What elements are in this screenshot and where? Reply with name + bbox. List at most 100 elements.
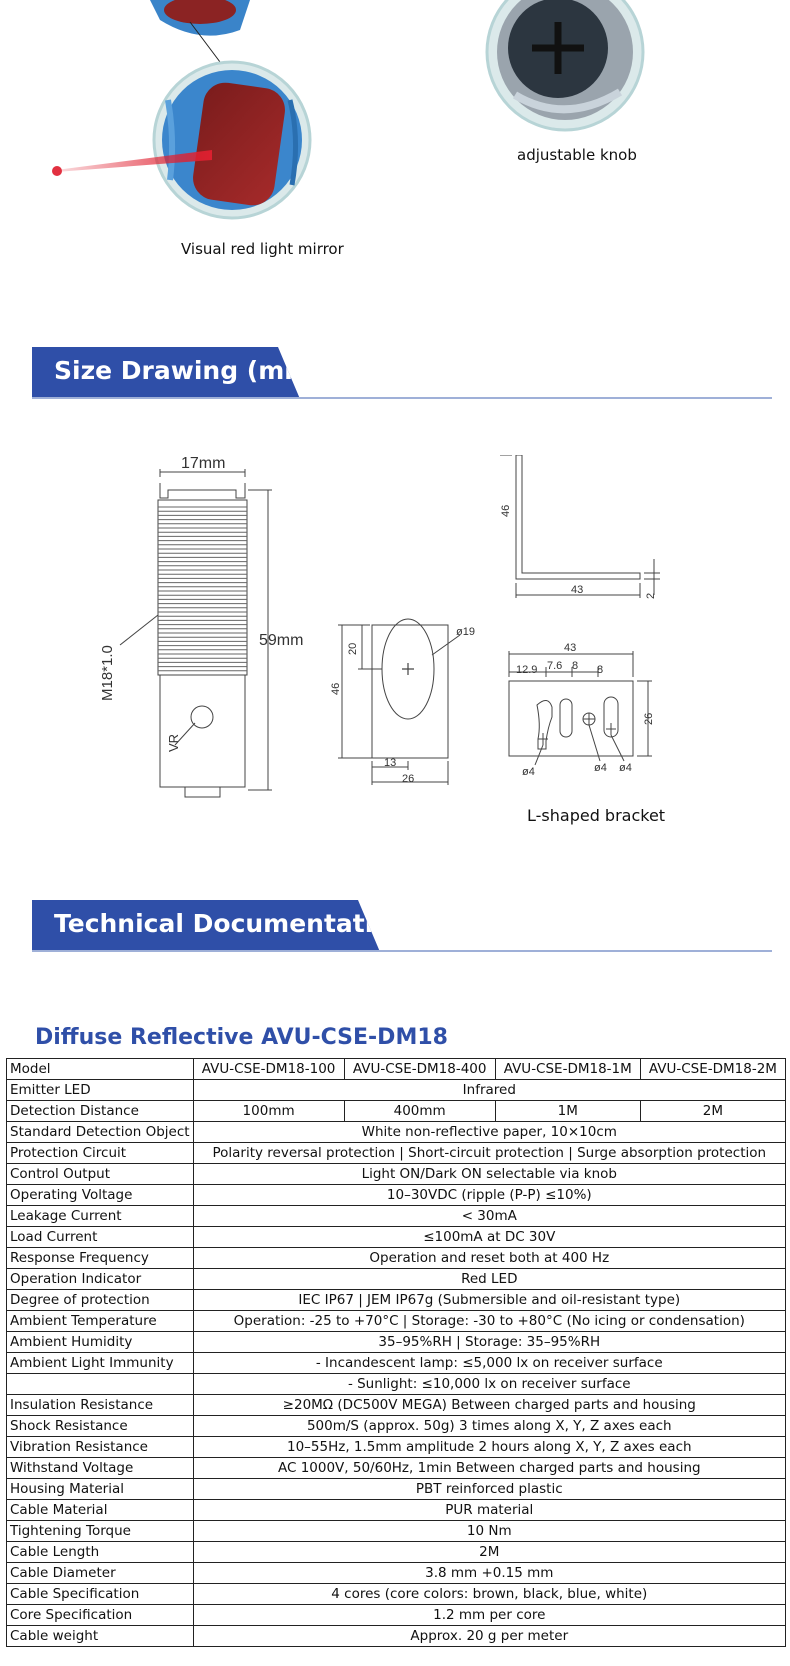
row-value: 35–95%RH | Storage: 35–95%RH [192, 1331, 787, 1353]
dim-front-height: 26 [643, 713, 655, 725]
distance-cell: 1M [494, 1100, 641, 1122]
product-callout-illustration [52, 0, 645, 220]
bracket-front-outline [508, 680, 634, 757]
row-label: Standard Detection Object [6, 1121, 194, 1143]
row-value: AC 1000V, 50/60Hz, 1min Between charged … [192, 1457, 787, 1479]
row-value: 10–30VDC (ripple (P-P) ≤10%) [192, 1184, 787, 1206]
size-drawing-banner: Size Drawing (mm) [32, 347, 772, 399]
table-row: Ambient Light Immunity- Incandescent lam… [6, 1352, 787, 1374]
row-value: Approx. 20 g per meter [192, 1625, 787, 1647]
row-label: Operation Indicator [6, 1268, 194, 1290]
technical-documentation-title: Technical Documentation [54, 909, 409, 938]
model-cell: AVU-CSE-DM18-100 [192, 1058, 345, 1080]
row-value: < 30mA [192, 1205, 787, 1227]
dim-front-d3: 8 [572, 660, 578, 672]
row-value: ≤100mA at DC 30V [192, 1226, 787, 1248]
row-label: Insulation Resistance [6, 1394, 194, 1416]
dim-plate-hole: ø19 [456, 626, 475, 638]
row-label: Cable Diameter [6, 1562, 194, 1584]
red-light-mirror-label: Visual red light mirror [181, 240, 344, 258]
row-label: Core Specification [6, 1604, 194, 1626]
dim-front-hole2: ø4 [594, 762, 607, 774]
row-label: Cable weight [6, 1625, 194, 1647]
row-label: Cable Length [6, 1541, 194, 1563]
dimension-labels: 17mm 59mm M18*1.0 VR ø19 46 20 13 26 46 … [99, 455, 657, 785]
row-label [6, 1373, 194, 1395]
dim-front-hole1: ø4 [522, 766, 535, 778]
row-value: ≥20MΩ (DC500V MEGA) Between charged part… [192, 1394, 787, 1416]
row-label: Withstand Voltage [6, 1457, 194, 1479]
dim-thread: M18*1.0 [99, 645, 116, 701]
row-label: Degree of protection [6, 1289, 194, 1311]
sensor-head-image [150, 0, 250, 36]
row-label: Detection Distance [6, 1100, 194, 1122]
row-value: IEC IP67 | JEM IP67g (Submersible and oi… [192, 1289, 787, 1311]
dim-front-hole3: ø4 [619, 762, 632, 774]
table-row: Load Current≤100mA at DC 30V [6, 1226, 787, 1248]
row-value: 10–55Hz, 1.5mm amplitude 2 hours along X… [192, 1436, 787, 1458]
red-laser-beam [52, 150, 212, 176]
row-value: Light ON/Dark ON selectable via knob [192, 1163, 787, 1185]
row-value: 4 cores (core colors: brown, black, blue… [192, 1583, 787, 1605]
dim-side-width: 43 [571, 584, 583, 596]
row-value: PBT reinforced plastic [192, 1478, 787, 1500]
dim-front-d2: 7.6 [547, 660, 562, 672]
model-cell: AVU-CSE-DM18-1M [494, 1058, 641, 1080]
row-label: Emitter LED [6, 1079, 194, 1101]
row-label: Shock Resistance [6, 1415, 194, 1437]
table-row: Leakage Current< 30mA [6, 1205, 787, 1227]
dim-front-d4: 8 [597, 664, 603, 676]
red-mirror-zoom-circle [152, 60, 312, 220]
technical-documentation-banner: Technical Documentation [32, 900, 772, 952]
row-value: Red LED [192, 1268, 787, 1290]
row-label: Protection Circuit [6, 1142, 194, 1164]
bracket-plate-outline [365, 618, 449, 759]
row-label: Tightening Torque [6, 1520, 194, 1542]
row-label: Response Frequency [6, 1247, 194, 1269]
model-cell: AVU-CSE-DM18-2M [639, 1058, 787, 1080]
sensor-outline [157, 483, 248, 798]
row-value: Infrared [192, 1079, 787, 1101]
row-value: 500m/S (approx. 50g) 3 times along X, Y,… [192, 1415, 787, 1437]
row-label: Model [6, 1058, 194, 1080]
bracket-side-outline [515, 454, 641, 580]
row-value: 2M [192, 1541, 787, 1563]
row-label: Load Current [6, 1226, 194, 1248]
dim-plate-height: 46 [330, 683, 342, 695]
table-row: - Sunlight: ≤10,000 lx on receiver surfa… [6, 1373, 787, 1395]
dim-plate-width: 26 [402, 773, 414, 785]
model-cell: AVU-CSE-DM18-400 [343, 1058, 496, 1080]
dim-front-d1: 12.9 [516, 664, 537, 676]
dim-sensor-width: 17mm [181, 455, 225, 472]
dim-side-thickness: 2 [645, 593, 657, 599]
dim-side-height: 46 [500, 505, 512, 517]
dim-plate-hole-offset: 20 [347, 643, 359, 655]
dim-plate-inner: 13 [384, 757, 396, 769]
row-label: Cable Specification [6, 1583, 194, 1605]
dim-sensor-length: 59mm [259, 632, 303, 649]
row-label: Leakage Current [6, 1205, 194, 1227]
row-label: Control Output [6, 1163, 194, 1185]
row-value: - Sunlight: ≤10,000 lx on receiver surfa… [192, 1373, 787, 1395]
adjustable-knob-label: adjustable knob [517, 146, 637, 164]
sensor-thread-lines [158, 506, 247, 672]
adjustable-knob-zoom-circle [485, 0, 645, 132]
distance-cell: 100mm [192, 1100, 345, 1122]
row-value: 1.2 mm per core [192, 1604, 787, 1626]
